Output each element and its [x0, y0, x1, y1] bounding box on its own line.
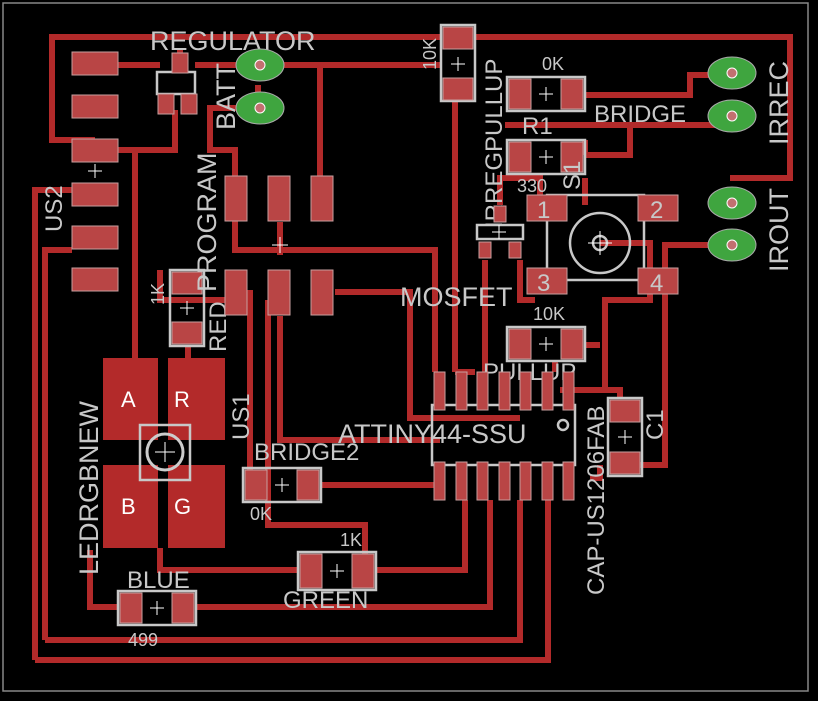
- mosfet-label: MOSFET: [400, 282, 513, 312]
- regulator: REGULATOR: [150, 26, 316, 115]
- irregpullup-resistor: 10K IRREGPULLUP: [420, 23, 508, 228]
- irrec-label: IRREC: [764, 61, 794, 145]
- s1-pin-3: 3: [537, 270, 550, 297]
- red-value: 1K: [148, 283, 168, 305]
- irreg-mosfet: MOSFET: [400, 205, 525, 312]
- pullup-resistor: 10K PULLUP: [483, 304, 587, 386]
- irout-label: IROUT: [764, 188, 794, 272]
- batt-connector: BATT: [211, 48, 285, 130]
- chip-pins-top: [433, 371, 575, 411]
- blue-label: BLUE: [127, 567, 190, 594]
- s1-pin-4: 4: [650, 270, 663, 297]
- c1-capacitor: C1 CAP-US1206FAB: [583, 396, 669, 595]
- batt-label: BATT: [211, 63, 241, 130]
- green-value: 1K: [340, 530, 362, 550]
- green-resistor: 1K GREEN: [283, 530, 378, 614]
- led-pad-a: A: [121, 387, 136, 412]
- bridge2-resistor: BRIDGE2 0K: [241, 439, 359, 524]
- irout-connector: IROUT: [707, 186, 794, 272]
- c1-label: C1: [642, 409, 669, 440]
- pullup-value: 10K: [533, 304, 565, 324]
- s1-switch: S1 1 2 3 4: [526, 161, 679, 297]
- irregpullup-value: 10K: [420, 38, 440, 70]
- blue-value: 499: [128, 630, 158, 650]
- program-label: PROGRAM: [192, 152, 222, 292]
- blue-resistor: BLUE 499: [116, 567, 198, 650]
- us2-label: US2: [41, 185, 68, 232]
- attiny44-chip: ATTINY44-SSU: [338, 371, 577, 501]
- s1-pin-2: 2: [650, 197, 663, 224]
- led-label: LEDRGBNEW: [74, 400, 104, 575]
- bridge-label: BRIDGE: [594, 101, 686, 128]
- bridge-value: 0K: [542, 54, 564, 74]
- led-pad-b: B: [121, 494, 136, 519]
- bridge-resistor: 0K BRIDGE: [505, 54, 686, 128]
- attiny-label: ATTINY44-SSU: [338, 419, 527, 449]
- rgb-led: A R B G LEDRGBNEW US1: [74, 358, 255, 575]
- r1-resistor: R1 330: [505, 113, 587, 196]
- board-outline: [2, 2, 809, 692]
- led-pad-g: G: [174, 494, 191, 519]
- irrec-connector: IRREC: [707, 56, 794, 145]
- chip-pins-bottom: [433, 461, 575, 501]
- led-pad-r: R: [174, 387, 190, 412]
- s1-label: S1: [559, 161, 586, 190]
- c1-value: CAP-US1206FAB: [583, 406, 610, 595]
- program-header: PROGRAM: [192, 152, 334, 316]
- s1-pin-1: 1: [537, 197, 550, 224]
- r1-label: R1: [522, 113, 553, 140]
- r1-value: 330: [517, 176, 547, 196]
- irregpullup-label: IRREGPULLUP: [481, 59, 508, 228]
- bridge2-value: 0K: [250, 504, 272, 524]
- bridge2-label: BRIDGE2: [254, 439, 359, 466]
- green-label: GREEN: [283, 587, 368, 614]
- regulator-label: REGULATOR: [150, 26, 316, 56]
- us1-label: US1: [228, 393, 255, 440]
- us2-header: US2: [41, 51, 119, 292]
